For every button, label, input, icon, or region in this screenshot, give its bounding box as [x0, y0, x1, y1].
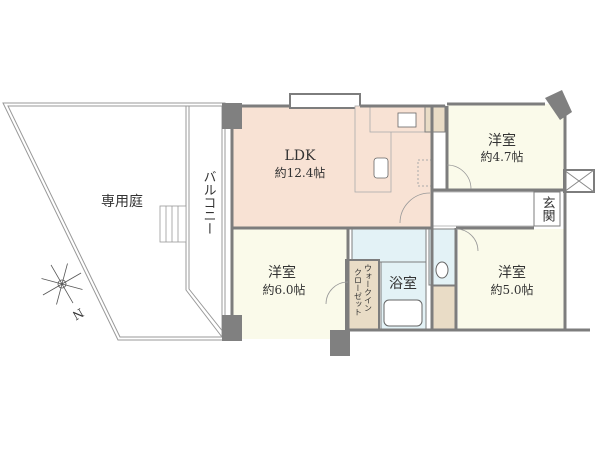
garden-steps: [159, 205, 187, 243]
entrance-label: 玄関: [540, 196, 556, 223]
ldk-label: LDK: [285, 148, 317, 164]
private-garden-area: [2, 102, 226, 341]
hallway: [431, 191, 535, 227]
western-room-2-size: 約6.0帖: [262, 282, 305, 297]
doors: [325, 164, 479, 305]
western-room-3-size: 約5.0帖: [490, 282, 533, 297]
bathtub-icon: [383, 299, 423, 327]
balcony-area: [185, 106, 225, 338]
closet-ldk: [424, 105, 446, 133]
western-room-3: [458, 229, 564, 330]
sink-icon: [373, 157, 389, 179]
walk-in-closet-label-2: クローゼット: [354, 268, 363, 316]
garden-label: 専用庭: [101, 193, 143, 210]
western-room-3-label: 洋室: [498, 264, 526, 281]
structural-columns: [222, 90, 572, 356]
walk-in-closet: [345, 259, 380, 331]
entrance-area: [533, 191, 561, 227]
bathroom-label: 浴室: [389, 275, 417, 292]
western-room-1-size: 約4.7帖: [480, 149, 523, 164]
ldk-size: 約12.4帖: [275, 165, 326, 180]
closet-hall: [431, 285, 456, 331]
western-room-2: [232, 229, 348, 339]
western-room-1-label: 洋室: [488, 132, 516, 149]
western-room-2-label: 洋室: [268, 264, 296, 281]
walls: [230, 102, 590, 340]
compass-icon: [41, 263, 83, 305]
walk-in-closet-label-1: ウォークイン: [364, 264, 373, 312]
ldk-top-bump: [289, 93, 361, 109]
toilet-icon: [435, 261, 449, 279]
washroom: [351, 228, 427, 263]
stove-icon: [397, 112, 417, 128]
balcony-label: バルコニー: [201, 170, 217, 235]
compass-north-label: N: [70, 305, 86, 322]
